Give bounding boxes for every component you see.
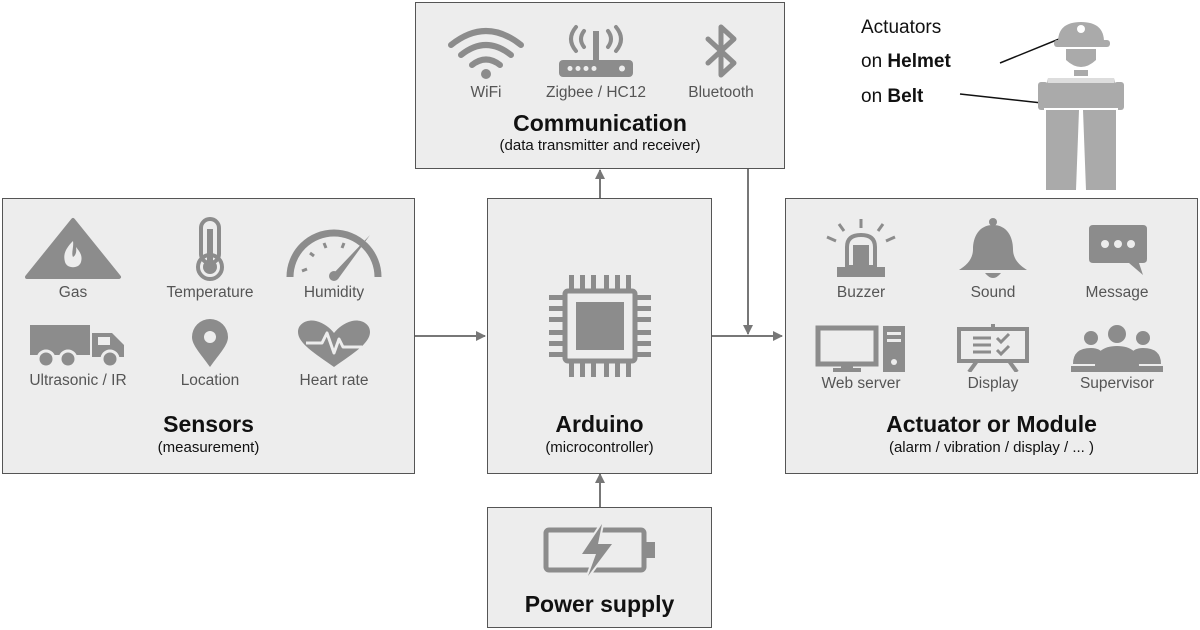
actuator-item-label: Sound <box>970 284 1016 301</box>
sensor-item-gas: Gas <box>8 217 138 302</box>
bell-icon <box>959 218 1027 278</box>
actuator-item-label: Message <box>1085 284 1149 301</box>
actuator-item-sound: Sound <box>918 217 1068 302</box>
sensor-item-label: Ultrasonic / IR <box>29 372 127 389</box>
computer-icon <box>815 325 905 372</box>
power-title: Power supply <box>524 591 675 617</box>
chip-icon <box>549 275 651 377</box>
sensor-item-heart-rate: Heart rate <box>259 319 409 390</box>
worker-label-line1: Actuators <box>861 17 942 38</box>
worker-label-actuators: Actuators <box>861 17 941 39</box>
sensors-title: Sensors <box>163 411 254 437</box>
communication-block: WiFi Zigbee / HC12 Bluetooth Communicati… <box>415 2 785 169</box>
sensors-block: Gas Temperature Humidity <box>2 198 415 474</box>
comm-item-label: Bluetooth <box>688 84 754 101</box>
sensor-item-ultrasonic: Ultrasonic / IR <box>3 319 153 390</box>
worker-icon <box>1038 22 1124 190</box>
actuator-item-message: Message <box>1042 217 1192 302</box>
comm-item-label: Zigbee / HC12 <box>546 84 646 101</box>
actuator-item-label: Web server <box>821 375 901 392</box>
location-pin-icon <box>192 319 228 367</box>
actuator-title: Actuator or Module <box>886 411 1097 437</box>
power-block: Power supply <box>487 507 712 628</box>
sensors-subtitle: (measurement) <box>157 439 260 456</box>
worker-label-belt: on Belt <box>861 86 923 108</box>
communication-title: Communication <box>513 110 687 136</box>
presentation-board-icon <box>957 324 1029 372</box>
sensor-item-label: Humidity <box>303 284 365 301</box>
sensor-item-humidity: Humidity <box>259 217 409 302</box>
pointer-helmet <box>999 36 1065 64</box>
gauge-icon <box>286 229 382 281</box>
actuator-item-web-server: Web server <box>786 324 936 393</box>
router-icon <box>559 25 633 77</box>
wifi-icon <box>448 28 524 79</box>
sensor-item-label: Temperature <box>166 284 254 301</box>
thermometer-icon <box>196 217 224 281</box>
sensor-item-label: Heart rate <box>299 372 369 389</box>
sensor-item-temperature: Temperature <box>135 217 285 302</box>
actuator-item-supervisor: Supervisor <box>1042 324 1192 393</box>
comm-item-wifi: WiFi <box>426 23 546 102</box>
worker-label-on: on <box>861 51 883 72</box>
sensor-item-label: Gas <box>58 284 88 301</box>
actuator-item-label: Supervisor <box>1079 375 1155 392</box>
actuator-block: Buzzer Sound Message Web server <box>785 198 1198 474</box>
actuator-subtitle: (alarm / vibration / display / ... ) <box>888 439 1095 456</box>
comm-item-bluetooth: Bluetooth <box>661 23 781 102</box>
communication-subtitle: (data transmitter and receiver) <box>499 137 701 154</box>
actuator-item-display: Display <box>918 324 1068 393</box>
group-icon <box>1071 325 1163 372</box>
heart-rate-icon <box>298 320 370 367</box>
arduino-subtitle: (microcontroller) <box>545 439 654 456</box>
arduino-title: Arduino <box>555 411 644 437</box>
worker-label-helmet: on Helmet <box>861 51 951 73</box>
sensor-item-label: Location <box>180 372 240 389</box>
worker-label-on: on <box>861 86 883 107</box>
worker-label-helmet-bold: Helmet <box>887 51 951 72</box>
comm-item-zigbee: Zigbee / HC12 <box>531 23 661 102</box>
worker-label-belt-bold: Belt <box>887 86 924 107</box>
fire-warning-icon <box>25 218 121 279</box>
truck-icon <box>30 325 124 369</box>
actuator-item-buzzer: Buzzer <box>786 217 936 302</box>
bluetooth-icon <box>705 24 737 78</box>
actuator-item-label: Buzzer <box>836 284 886 301</box>
actuator-item-label: Display <box>967 375 1019 392</box>
arduino-block: Arduino (microcontroller) <box>487 198 712 474</box>
sensor-item-location: Location <box>135 319 285 390</box>
siren-icon <box>826 219 896 277</box>
comm-item-label: WiFi <box>470 84 502 101</box>
battery-charging-icon <box>543 522 655 578</box>
message-icon <box>1089 225 1147 275</box>
